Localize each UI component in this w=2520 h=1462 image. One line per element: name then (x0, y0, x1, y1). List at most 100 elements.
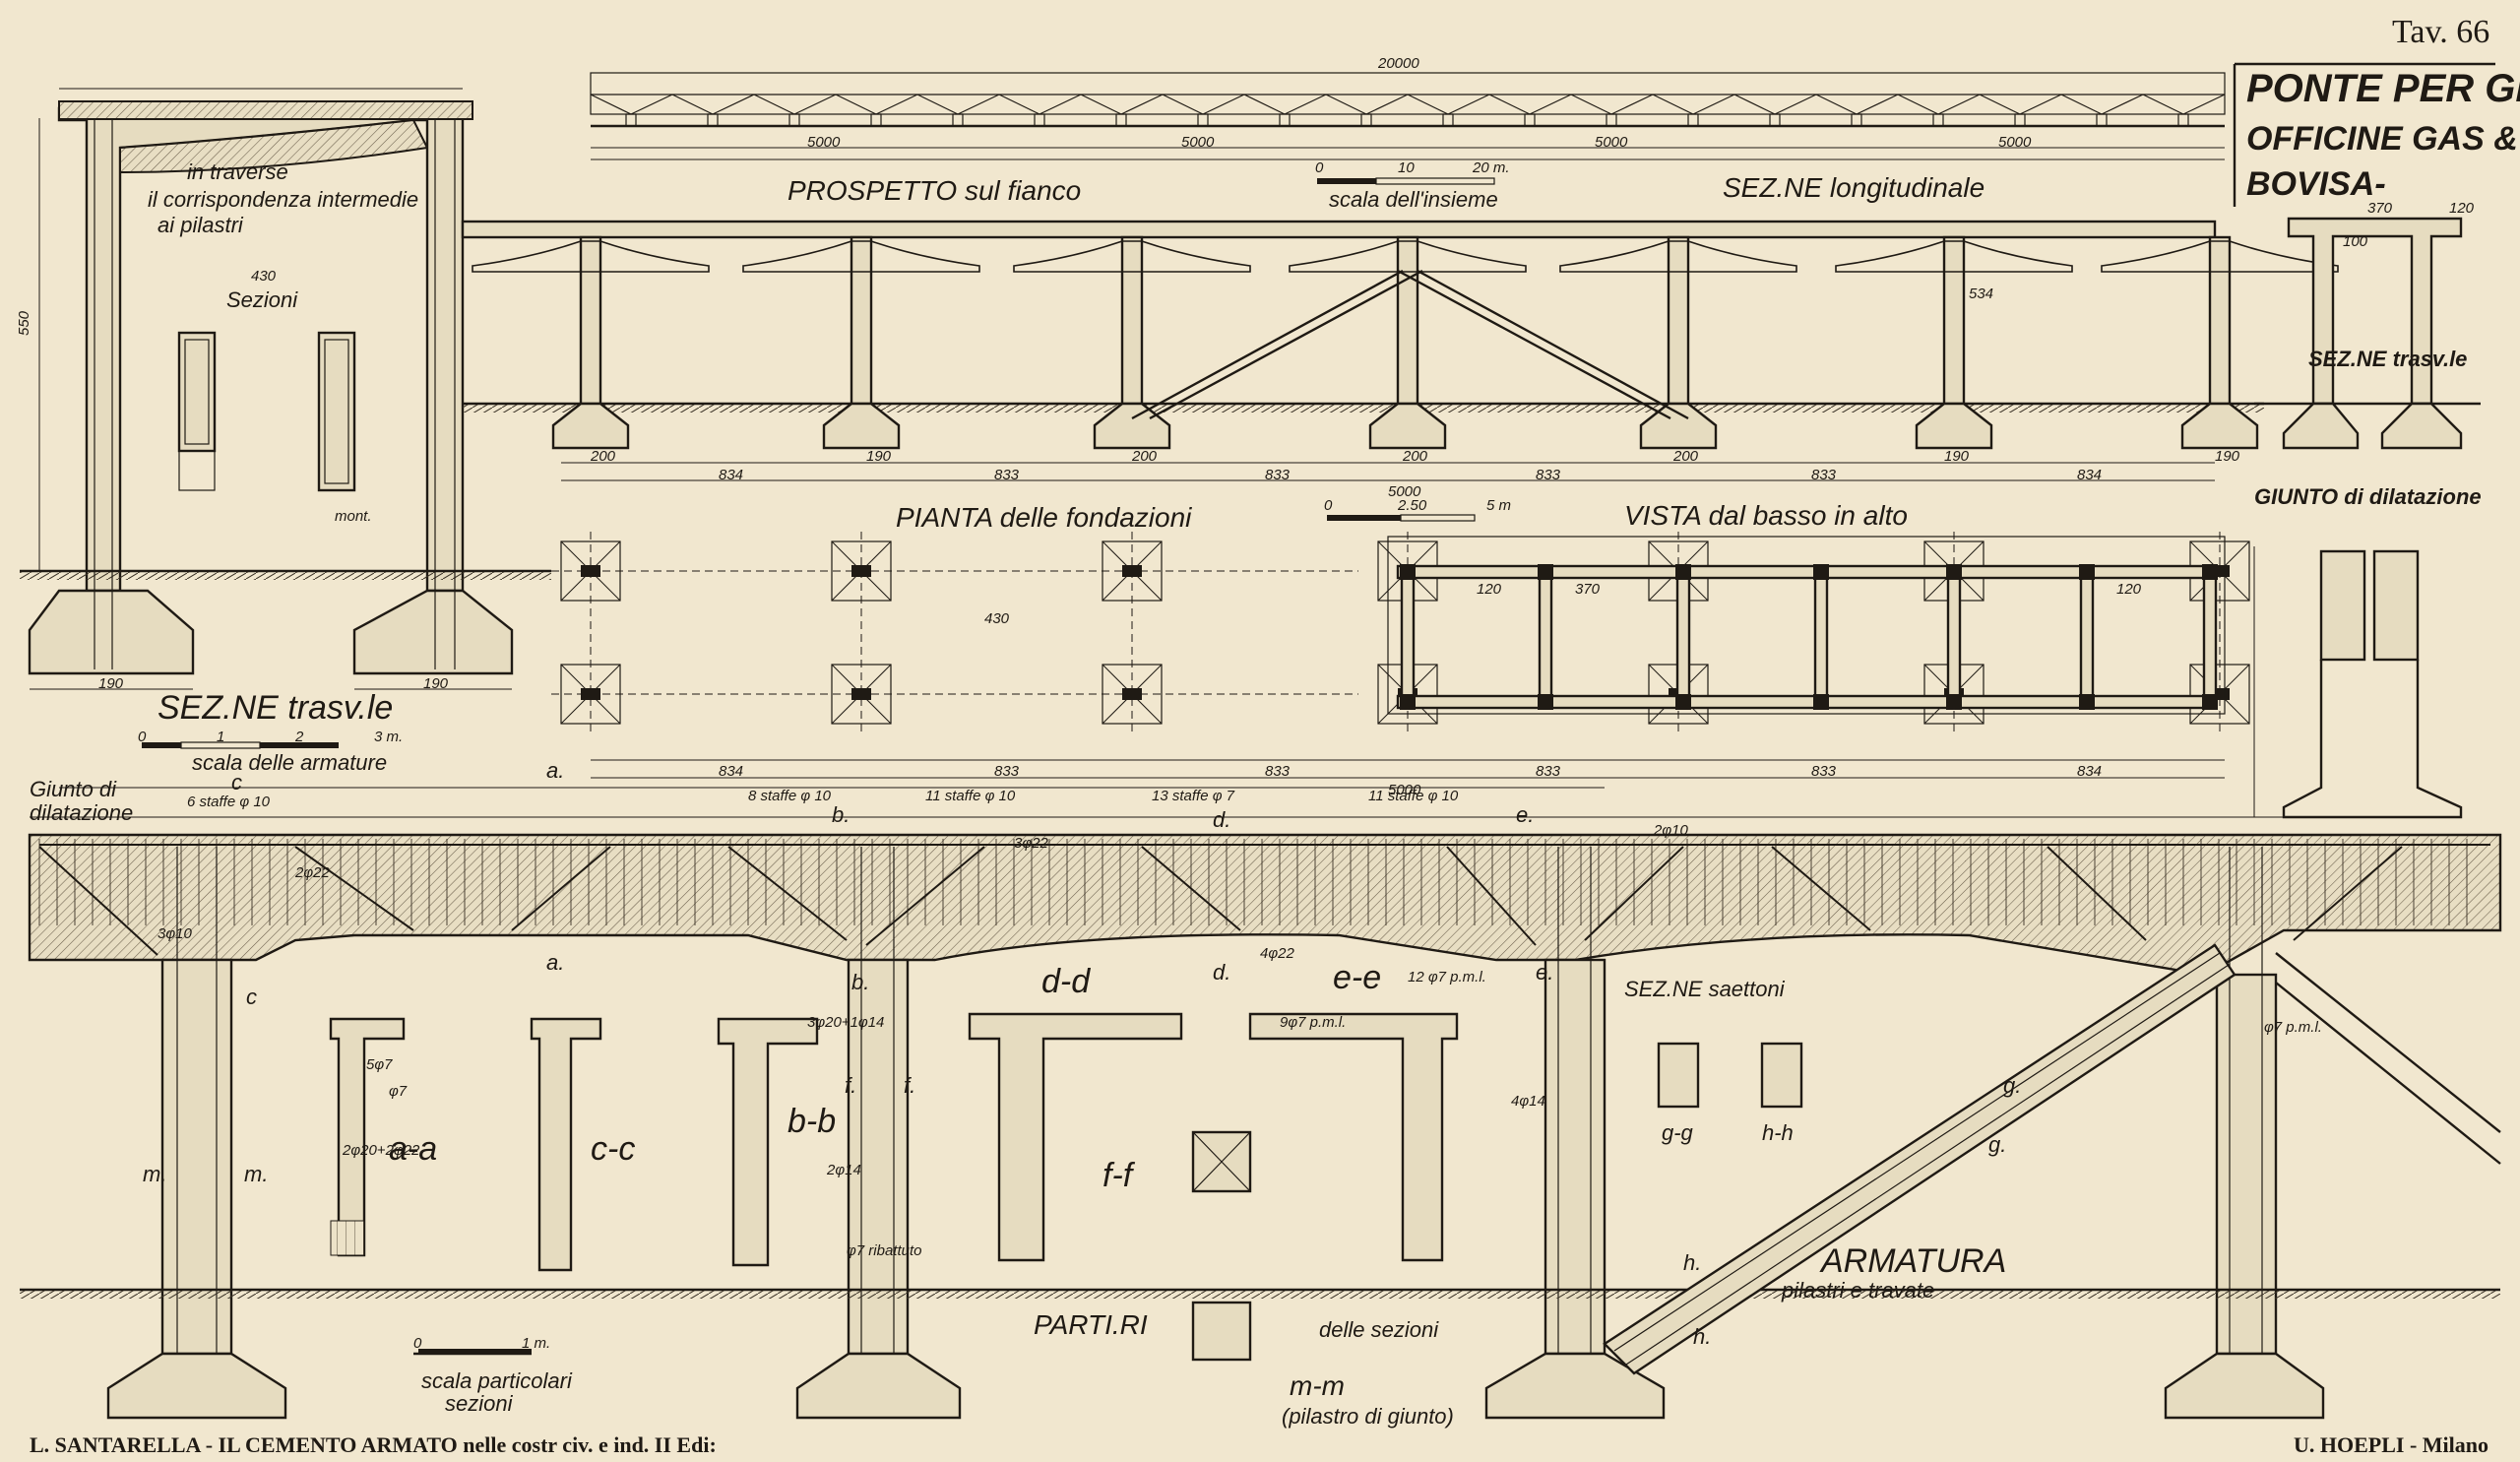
label-giunto-right: GIUNTO di dilatazione (2254, 484, 2482, 509)
pier-footing (1368, 402, 1447, 450)
plate-number: Tav. 66 (2392, 14, 2490, 50)
truss-diagonal (1774, 94, 1817, 115)
rib (1400, 564, 1416, 710)
label-sezioni-small: sezioni (445, 1391, 513, 1416)
label-giunto-left: Giunto di dilatazione (30, 777, 134, 825)
truss-support (2177, 113, 2189, 127)
rebar-2phi22: 2φ22 (295, 864, 330, 881)
scale-part-1: 1 m. (522, 1335, 551, 1352)
rebar-misc-4: 3φ20+1φ14 (807, 1014, 885, 1031)
label-scala-insieme: scala dell'insieme (1329, 187, 1498, 212)
reinforcement-elevation (20, 787, 2502, 1420)
mark-b-top: b. (832, 802, 850, 827)
truss-support (1851, 113, 1862, 127)
pier-footing (822, 402, 901, 450)
truss-diagonal (1529, 94, 1572, 115)
scale-vista-250: 2.50 (1398, 497, 1427, 514)
haunch (1013, 240, 1251, 273)
mark-f-right: f. (904, 1073, 916, 1098)
mark-f-left: f. (845, 1073, 857, 1098)
scale-insieme-10: 10 (1398, 159, 1415, 176)
dim-right-120: 120 (2449, 200, 2475, 217)
rib-node (1400, 694, 1416, 710)
title-line-3: BOVISA- (2246, 165, 2386, 203)
label-armatura: ARMATURA (1821, 1242, 2007, 1280)
rebar-2phi10: 2φ10 (1654, 822, 1688, 839)
dim-footing-1: 200 (591, 448, 616, 465)
dim-vista-120b: 120 (2116, 581, 2142, 598)
dim-plan-4: 833 (1536, 763, 1561, 780)
truss-support (1769, 113, 1781, 127)
truss-diagonal (1447, 94, 1490, 115)
label-sez-trasv-right: SEZ.NE trasv.le (2308, 347, 2468, 371)
label-parti-sezioni-1: PARTI.RI (1034, 1309, 1148, 1340)
haunch (1835, 240, 2073, 273)
mark-a-top: a. (546, 758, 565, 783)
dim-534: 534 (1969, 286, 1994, 302)
dim-footing-4: 200 (1403, 448, 1428, 465)
rib-node (1946, 564, 1962, 580)
truss-support (625, 113, 637, 127)
stirrups-8: 8 staffe φ 10 (748, 788, 832, 804)
bottom-view (591, 536, 2226, 779)
truss-support (1442, 113, 1454, 127)
label-sezione-longitudinale: SEZ.NE longitudinale (1723, 172, 1985, 203)
label-pilastro-giunto: (pilastro di giunto) (1282, 1404, 1454, 1429)
bent-bar (1141, 846, 1241, 931)
truss-diagonal (1979, 94, 2021, 115)
rib-node (2202, 694, 2218, 710)
rib-node (2079, 564, 2095, 580)
pier-footing (551, 402, 630, 450)
dim-right-370: 370 (2367, 200, 2393, 217)
mark-d-bottom: d. (1213, 960, 1231, 985)
dim-vista-120a: 120 (1477, 581, 1502, 598)
truss-diagonal (1692, 94, 1735, 115)
rebar-3phi22: 3φ22 (1014, 835, 1048, 852)
footer-left: L. SANTARELLA - IL CEMENTO ARMATO nelle … (30, 1432, 717, 1457)
dim-footing-5: 200 (1673, 448, 1699, 465)
rebar-4phi14: 4φ14 (1511, 1093, 1545, 1110)
label-ee-note: 12 φ7 p.m.l. (1408, 969, 1486, 985)
label-sec-ff: f-f (1102, 1157, 1133, 1194)
truss-diagonal (712, 94, 755, 115)
bent-bar (1446, 846, 1537, 946)
label-mm: m-m (1290, 1370, 1345, 1401)
label-parti-sezioni-2: delle sezioni (1319, 1317, 1439, 1342)
rebar-5phi7: 5φ7 (366, 1056, 393, 1073)
scale-arm-1: 1 (217, 729, 225, 745)
mark-c-top: c (231, 770, 242, 795)
rib-node (1675, 694, 1691, 710)
label-sez-trasv-left: SEZ.NE trasv.le (158, 689, 394, 727)
transverse-section-left (20, 88, 551, 690)
bent-bar (2047, 846, 2147, 941)
truss-support (707, 113, 719, 127)
label-sec-bb: b-b (788, 1103, 837, 1140)
pier (1667, 235, 1690, 406)
overview-elevation (590, 72, 2226, 160)
scale-vista-0: 0 (1324, 497, 1333, 514)
rebar-misc-1: φ7 p.m.l. (2264, 1019, 2322, 1036)
rib (2079, 564, 2095, 710)
pier (1120, 235, 1144, 406)
dim-plan-total: 5000 (1388, 782, 1421, 798)
truss-diagonal (1856, 94, 1899, 115)
dim-plan-2: 833 (994, 763, 1020, 780)
dim-prosp-5: 833 (1811, 467, 1837, 483)
label-sec-gg: g-g (1662, 1120, 1693, 1145)
truss-support (952, 113, 964, 127)
truss-diagonal (2182, 94, 2226, 115)
label-sec-hh: h-h (1762, 1120, 1794, 1145)
mark-e-bottom: e. (1536, 960, 1554, 985)
dim-vista-370: 370 (1575, 581, 1601, 598)
truss-support (788, 113, 800, 127)
pier-footing (1639, 402, 1718, 450)
label-sezioni: Sezioni (226, 287, 298, 312)
dim-plan-3: 833 (1265, 763, 1291, 780)
title-line-1: PONTE PER GRUE (2246, 67, 2520, 110)
pier (850, 235, 873, 406)
bent-bar (38, 846, 158, 956)
truss-support (1115, 113, 1127, 127)
dim-trasv-w-2: 430 (251, 268, 277, 285)
bent-bar (1771, 846, 1871, 931)
label-prospetto: PROSPETTO sul fianco (788, 175, 1082, 206)
